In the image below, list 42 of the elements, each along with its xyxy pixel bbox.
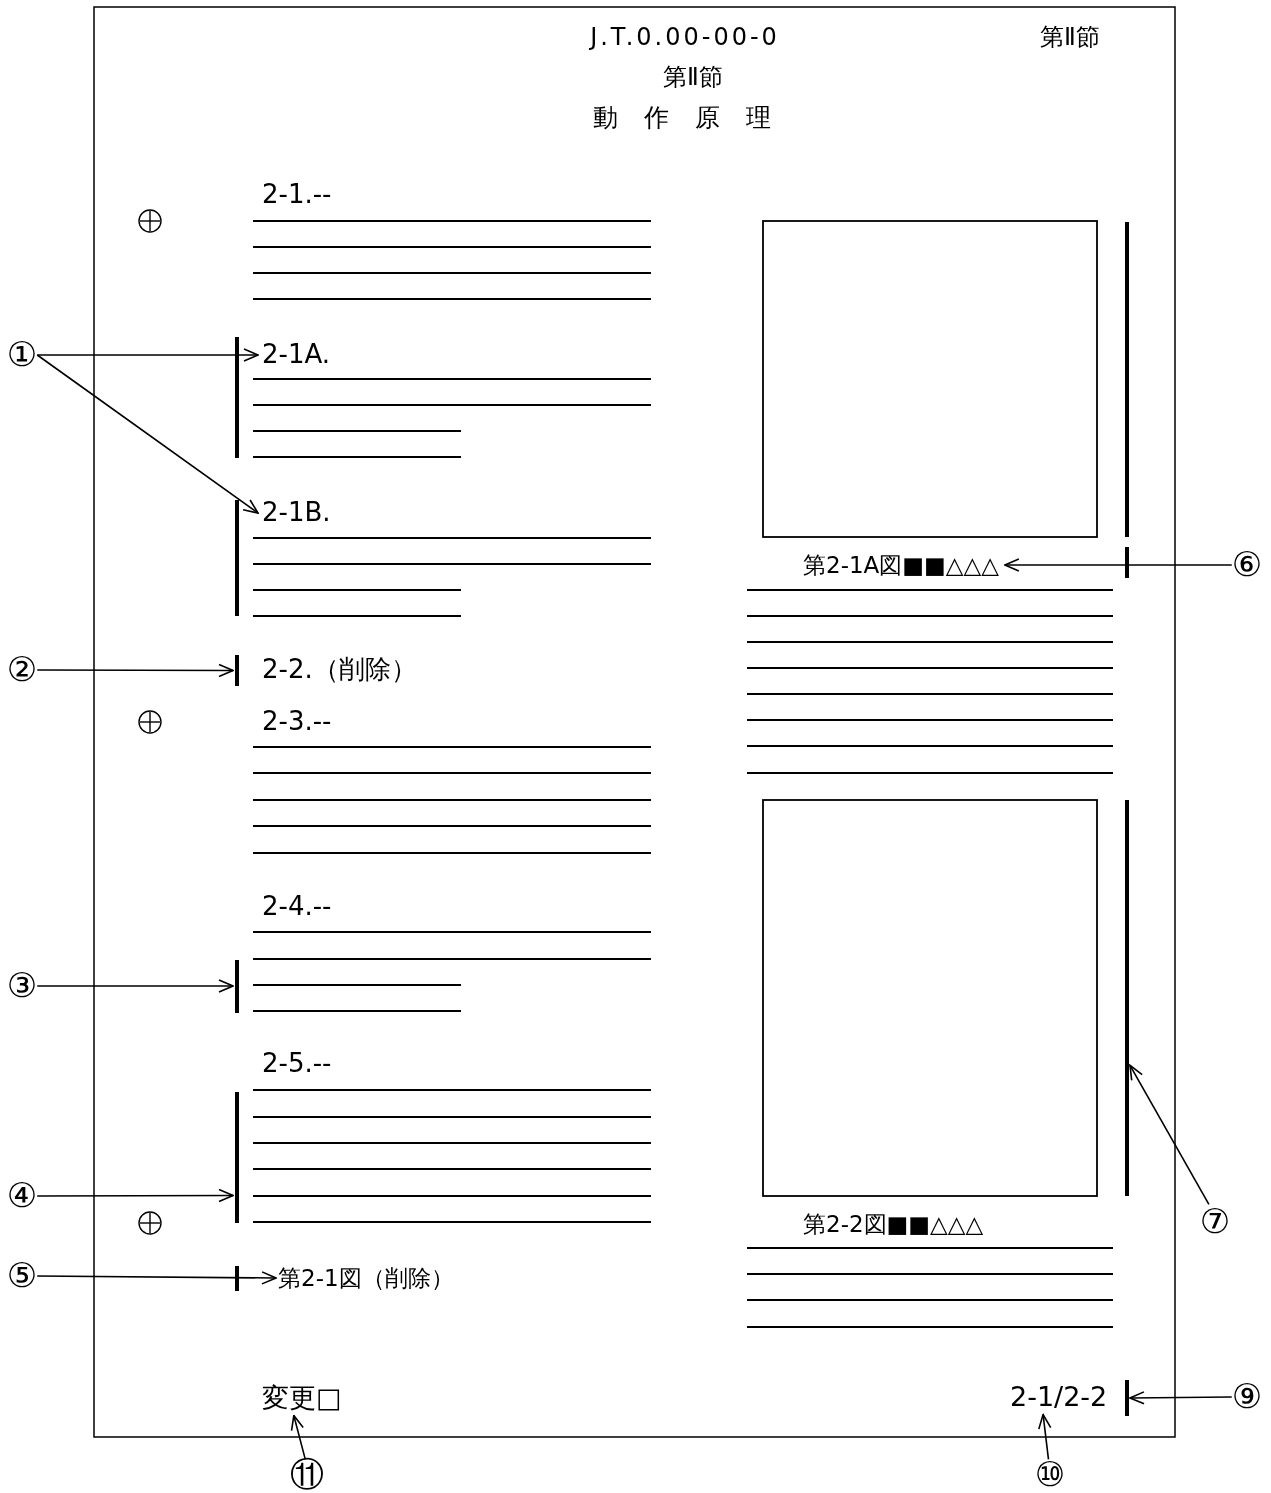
change-bar: [235, 960, 239, 1013]
change-bar: [235, 655, 239, 686]
callout-number: ⑦: [1199, 1202, 1231, 1242]
leader-arrow: [36, 979, 234, 993]
callout-number: ⑩: [1034, 1455, 1066, 1493]
change-mark: 変更□: [262, 1382, 342, 1414]
leader-arrow: [36, 663, 234, 678]
page-number: 2-1/2-2: [1010, 1381, 1108, 1413]
section-heading: 2-1A.: [262, 340, 331, 370]
callout-number: ④: [6, 1176, 38, 1216]
leader-arrow: [36, 348, 259, 362]
change-bar: [235, 1092, 239, 1223]
change-bar: [1125, 1380, 1129, 1416]
callout-number: ⑥: [1231, 545, 1263, 585]
leader-arrow: [1038, 1413, 1052, 1461]
callout-number: ①: [6, 335, 38, 375]
callout-number: ⑤: [6, 1256, 38, 1296]
leader-arrow: [36, 1188, 234, 1203]
callout-number: ⑨: [1231, 1377, 1263, 1417]
section-heading: 2-5.--: [262, 1049, 332, 1079]
section-heading: 2-1B.: [262, 498, 331, 528]
deleted-figure-note: 第2-1図（削除）: [278, 1264, 454, 1292]
leader-arrow: [1129, 1391, 1233, 1405]
leader-arrow: [36, 354, 259, 514]
callout-number: ③: [6, 966, 38, 1006]
leader-arrow: [1129, 1064, 1210, 1206]
leader-arrow: [36, 1271, 277, 1285]
change-bar: [1125, 800, 1129, 1196]
section-heading: 2-1.--: [262, 180, 332, 210]
document-number: J.T.0.00-00-0: [590, 24, 780, 52]
callout-number: ⑪: [290, 1455, 324, 1493]
section-title: 第Ⅱ節: [663, 64, 723, 92]
section-heading: 2-4.--: [262, 892, 332, 922]
section-heading: 2-3.--: [262, 707, 332, 737]
callout-number: ②: [6, 650, 38, 690]
section-label: 第Ⅱ節: [1040, 24, 1100, 52]
page-title: 動作原理: [593, 103, 797, 133]
figure-caption: 第2-2図■■△△△: [803, 1210, 984, 1238]
section-heading: 2-2.（削除）: [262, 655, 417, 685]
leader-arrow: [1004, 558, 1233, 572]
figure-caption: 第2-1A図■■△△△: [803, 551, 999, 579]
leader-arrow: [290, 1414, 307, 1461]
